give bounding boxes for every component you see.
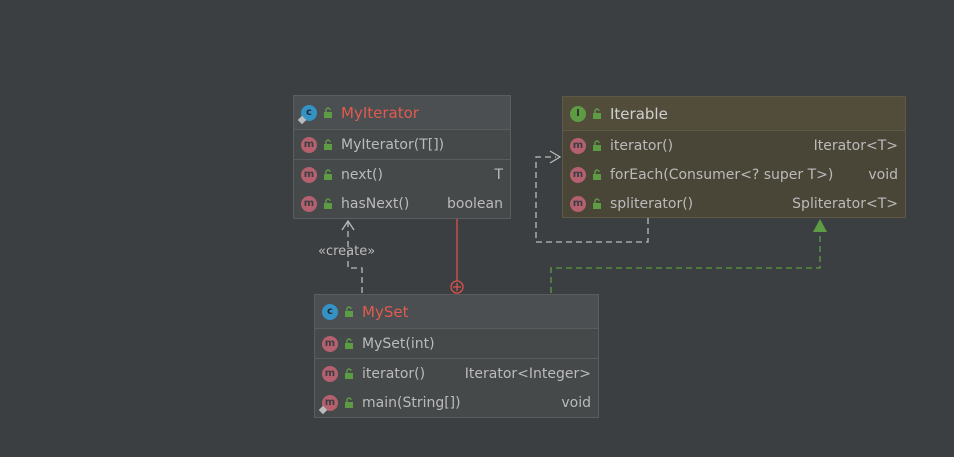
create-dependency-line — [347, 222, 363, 293]
myiterator-method-row[interactable]: m next() T — [294, 159, 510, 189]
public-lock-icon — [324, 197, 332, 209]
method-return-type: boolean — [447, 195, 503, 212]
myset-implements-line — [550, 232, 821, 293]
iterable-method-row[interactable]: m spliterator() Spliterator<T> — [563, 189, 905, 218]
method-icon: m — [570, 137, 586, 154]
myset-implements-arrowhead — [813, 219, 827, 232]
inner-class-circle-icon — [450, 280, 464, 294]
public-lock-icon — [593, 139, 601, 151]
public-lock-icon — [345, 396, 353, 408]
method-name: hasNext() — [341, 195, 410, 212]
method-name: next() — [341, 166, 383, 183]
method-icon: m — [301, 166, 317, 183]
method-icon: m — [301, 195, 317, 212]
public-lock-icon — [593, 197, 601, 209]
method-icon: m — [301, 136, 317, 153]
myset-header[interactable]: c MySet — [315, 295, 598, 329]
myiterator-title: MyIterator — [341, 103, 419, 122]
public-lock-icon — [345, 337, 353, 349]
method-name: spliterator() — [610, 195, 694, 212]
method-icon: m — [322, 365, 338, 382]
public-lock-icon — [345, 305, 353, 317]
myiterator-implements-arrowhead — [549, 150, 562, 164]
myiterator-constructor-row[interactable]: m MyIterator(T[]) — [294, 130, 510, 159]
iterable-title: Iterable — [610, 104, 668, 123]
method-return-type: Iterator<T> — [813, 137, 898, 154]
iterable-interface-box[interactable]: I Iterable m iterator() Iterator<T> m fo… — [562, 96, 906, 218]
method-return-type: void — [561, 394, 591, 411]
myset-class-box[interactable]: c MySet m MySet(int) m iterator() Iterat… — [314, 294, 599, 418]
myiterator-header[interactable]: c MyIterator — [294, 96, 510, 130]
iterable-method-row[interactable]: m forEach(Consumer<? super T>) void — [563, 160, 905, 189]
constructor-name: MySet(int) — [362, 335, 435, 352]
method-icon: m — [570, 166, 586, 183]
class-icon: c — [297, 104, 317, 124]
method-name: iterator() — [610, 137, 674, 154]
method-return-type: Iterator<Integer> — [464, 365, 591, 382]
constructor-name: MyIterator(T[]) — [341, 136, 445, 153]
method-name: main(String[]) — [362, 394, 461, 411]
myset-method-row[interactable]: m main(String[]) void — [315, 388, 598, 417]
interface-icon: I — [570, 105, 586, 122]
method-icon: m — [322, 335, 338, 352]
iterable-method-row[interactable]: m iterator() Iterator<T> — [563, 131, 905, 160]
method-name: forEach(Consumer<? super T>) — [610, 166, 834, 183]
public-lock-icon — [345, 367, 353, 379]
myset-title: MySet — [362, 302, 409, 321]
public-lock-icon — [324, 138, 332, 150]
create-dependency-arrowhead — [341, 219, 355, 231]
public-lock-icon — [324, 106, 332, 118]
method-return-type: Spliterator<T> — [792, 195, 898, 212]
class-icon: c — [322, 303, 338, 320]
iterable-header[interactable]: I Iterable — [563, 97, 905, 131]
public-lock-icon — [593, 168, 601, 180]
myset-constructor-row[interactable]: m MySet(int) — [315, 329, 598, 358]
myiterator-method-row[interactable]: m hasNext() boolean — [294, 189, 510, 218]
public-lock-icon — [324, 168, 332, 180]
method-icon: m — [570, 195, 586, 212]
method-return-type: void — [868, 166, 898, 183]
myiterator-implements-line — [535, 156, 649, 243]
create-label: «create» — [318, 244, 376, 259]
public-lock-icon — [593, 107, 601, 119]
method-return-type: T — [494, 166, 503, 183]
method-name: iterator() — [362, 365, 426, 382]
method-icon: m — [318, 394, 338, 414]
myiterator-class-box[interactable]: c MyIterator m MyIterator(T[]) m next() … — [293, 95, 511, 219]
myset-method-row[interactable]: m iterator() Iterator<Integer> — [315, 358, 598, 388]
